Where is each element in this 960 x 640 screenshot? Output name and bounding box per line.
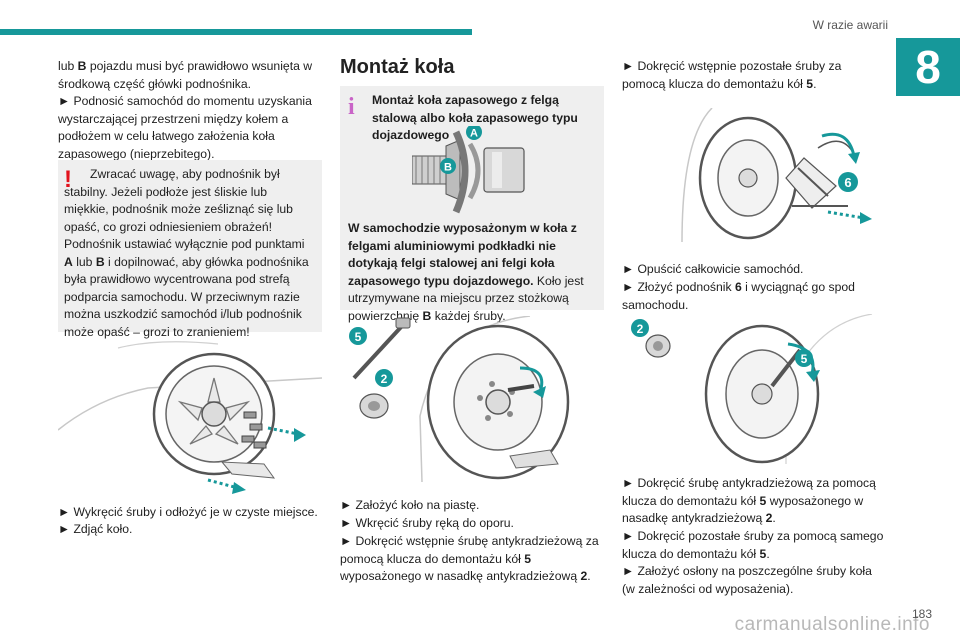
callout-6: [838, 172, 858, 192]
section-header-title: W razie awarii: [812, 18, 888, 32]
watermark: carmanualsonline.info: [734, 614, 930, 635]
illustration-wheel-removal: [58, 341, 322, 494]
step-raise-vehicle: ► Podnosić samochód do momentu uzyskania…: [58, 94, 312, 161]
callout-2: [631, 319, 649, 337]
step-lower-vehicle: ► Opuścić całkowicie samochód.: [622, 262, 804, 276]
illustration-final-tightening: 5 2: [631, 314, 873, 464]
warning-text-2: Podnośnik ustawiać wyłącznie pod punktam…: [64, 237, 309, 339]
warning-box: ! Zwracać uwagę, aby podnośnik był stabi…: [58, 160, 322, 339]
step-pretighten-antitheft: ► Dokręcić wstępnie śrubę antykradzieżow…: [340, 534, 599, 583]
info-box-body: W samochodzie wyposażonym w koła z felga…: [348, 221, 584, 323]
step-tighten-others: ► Dokręcić pozostałe śruby za pomocą sam…: [622, 529, 884, 561]
callout-A-label: A: [470, 128, 478, 140]
illustration-lower-vehicle: 6: [681, 108, 872, 242]
callout-A: [466, 126, 482, 140]
warning-icon: !: [64, 166, 72, 193]
illustration-wheel-mounting: 5 2: [349, 316, 570, 482]
step-fold-jack: ► Złożyć podnośnik 6 i wyciągnąć go spod…: [622, 280, 855, 312]
step-tighten-antitheft: ► Dokręcić śrubę antykradzieżową za pomo…: [622, 476, 876, 525]
chapter-number-badge: 8: [896, 38, 960, 96]
step-pretighten-others: ► Dokręcić wstępnie pozostałe śruby za p…: [622, 59, 842, 91]
step-remove-bolts: ► Wykręcić śruby i odłożyć je w czyste m…: [58, 505, 318, 519]
paragraph-jack-position: lub B pojazdu musi być prawidłowo wsunię…: [58, 59, 313, 91]
header-accent-bar: [0, 29, 472, 35]
callout-5: [795, 349, 813, 367]
step-remove-wheel: ► Zdjąć koło.: [58, 522, 133, 536]
callout-6-label: 6: [844, 175, 851, 190]
illustration-bolt-washer: A B: [412, 126, 525, 214]
callout-2: [375, 369, 393, 387]
info-box-title: Montaż koła zapasowego z felgą stalową a…: [372, 93, 578, 142]
step-fit-wheel: ► Założyć koło na piastę.: [340, 498, 480, 512]
callout-B: [440, 158, 456, 174]
step-hand-tighten: ► Wkręcić śruby ręką do oporu.: [340, 516, 514, 530]
callout-B-label: B: [444, 162, 452, 174]
warning-text-1: Zwracać uwagę, aby podnośnik był stabiln…: [64, 167, 293, 234]
step-fit-bolt-covers: ► Założyć osłony na poszczególne śruby k…: [622, 564, 872, 596]
info-icon: i: [348, 94, 355, 120]
info-box: i Montaż koła zapasowego z felgą stalową…: [340, 86, 604, 323]
callout-5-label: 5: [355, 330, 362, 344]
callout-2-label: 2: [637, 322, 644, 336]
section-title-mounting: Montaż koła: [340, 56, 455, 78]
callout-2-label: 2: [381, 372, 388, 386]
callout-5: [349, 327, 367, 345]
callout-5-label: 5: [801, 352, 808, 366]
page-number: 183: [911, 607, 932, 621]
